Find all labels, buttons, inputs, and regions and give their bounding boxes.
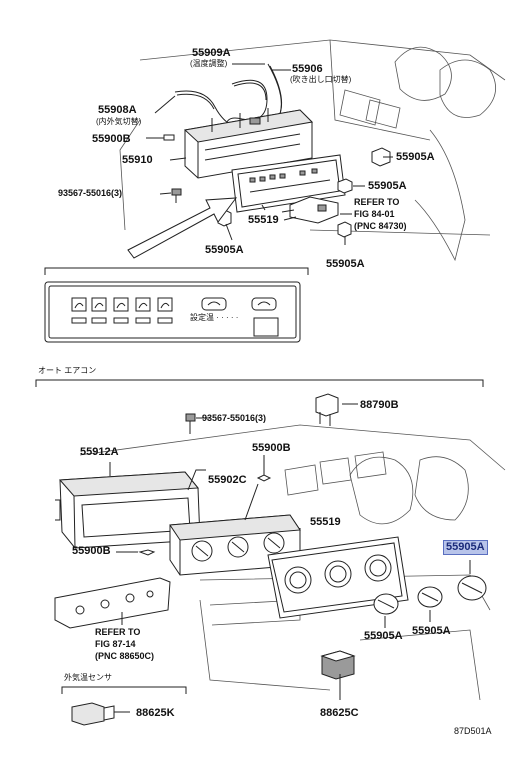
refer-top-line3[interactable]: (PNC 84730) <box>354 221 407 231</box>
part-label-55905a-b2[interactable]: 55905A <box>326 258 365 270</box>
part-label-88790b[interactable]: 88790B <box>360 399 399 411</box>
knob-icon-2 <box>417 586 443 608</box>
part-label-55905a-r2[interactable]: 55905A <box>368 180 407 192</box>
refer-bottom-line1[interactable]: REFER TO <box>95 627 141 637</box>
housing-55912a <box>55 469 206 549</box>
part-label-55905a-r1[interactable]: 55905A <box>396 151 435 163</box>
part-label-55900b-mid[interactable]: 55900B <box>252 442 291 454</box>
part-sub-55906: (吹き出し口切替) <box>290 75 352 84</box>
part-label-55909a[interactable]: 55909A <box>192 47 231 59</box>
part-label-55906[interactable]: 55906 <box>292 63 323 75</box>
part-label-55912a[interactable]: 55912A <box>80 446 119 458</box>
knob-icons-bottom <box>373 575 487 615</box>
panel-detail <box>44 267 309 343</box>
part-label-88625c[interactable]: 88625C <box>320 707 359 719</box>
refer-top-line1[interactable]: REFER TO <box>354 197 400 207</box>
part-label-55902c[interactable]: 55902C <box>208 474 247 486</box>
dashboard-outline-bottom <box>79 424 506 701</box>
part-label-55908a[interactable]: 55908A <box>98 104 137 116</box>
pointer-arrow <box>127 197 238 259</box>
indicator-row <box>71 317 173 324</box>
bolt-icon-top <box>171 188 182 203</box>
knob-icons-top <box>217 147 391 238</box>
bolt-icon-bottom <box>185 413 210 434</box>
control-unit-bottom <box>169 514 301 576</box>
section-header-outside-sensor: 外気温センサ <box>64 673 112 682</box>
sensor-icon-88625k <box>71 702 130 726</box>
section-header-auto-aircon: オート エアコン <box>38 366 97 375</box>
part-sub-55909a: (温度調整) <box>190 59 228 68</box>
front-panel-bottom <box>267 536 409 619</box>
leaders-top <box>146 63 393 245</box>
part-label-88625k[interactable]: 88625K <box>136 707 175 719</box>
auto-aircon-bracket <box>35 379 484 387</box>
leaders-bottom <box>109 455 471 628</box>
knob-icon-1 <box>373 593 399 615</box>
sensor-bracket <box>61 686 187 694</box>
part-label-55900b-left[interactable]: 55900B <box>72 545 111 557</box>
refer-bottom-line3[interactable]: (PNC 88650C) <box>95 651 155 661</box>
part-label-55900b-top[interactable]: 55900B <box>92 133 131 145</box>
refer-bottom-line2[interactable]: FIG 87-14 <box>95 639 136 649</box>
part-label-93567-bottom[interactable]: 93567-55016(3) <box>202 413 267 423</box>
control-assembly <box>183 108 314 179</box>
refer-top-line2[interactable]: FIG 84-01 <box>354 209 395 219</box>
bracket-plate <box>54 577 171 629</box>
connector-icon-88625c <box>320 650 356 700</box>
part-sub-55908a: (内外気切替) <box>96 117 142 126</box>
part-label-55905a-k1[interactable]: 55905A <box>364 630 403 642</box>
part-label-93567-top[interactable]: 93567-55016(3) <box>58 188 123 198</box>
part-label-55519-bottom[interactable]: 55519 <box>310 516 341 528</box>
mode-buttons <box>71 297 173 312</box>
switch-connector-top <box>281 196 339 224</box>
part-label-55519-top[interactable]: 55519 <box>248 214 279 226</box>
diagram-code: 87D501A <box>454 726 492 736</box>
knob-icon-3-highlighted <box>457 575 487 601</box>
part-label-55905a-k2[interactable]: 55905A <box>412 625 451 637</box>
panel-display-text: 設定温 · · · · · <box>190 313 239 322</box>
part-label-55910[interactable]: 55910 <box>122 154 153 166</box>
dashboard-outline-top <box>119 39 506 262</box>
part-label-55905a-highlighted[interactable]: 55905A <box>443 540 488 555</box>
clip-icons <box>138 474 272 556</box>
part-label-55905a-b1[interactable]: 55905A <box>205 244 244 256</box>
bulb-icon-88790b <box>315 393 358 426</box>
